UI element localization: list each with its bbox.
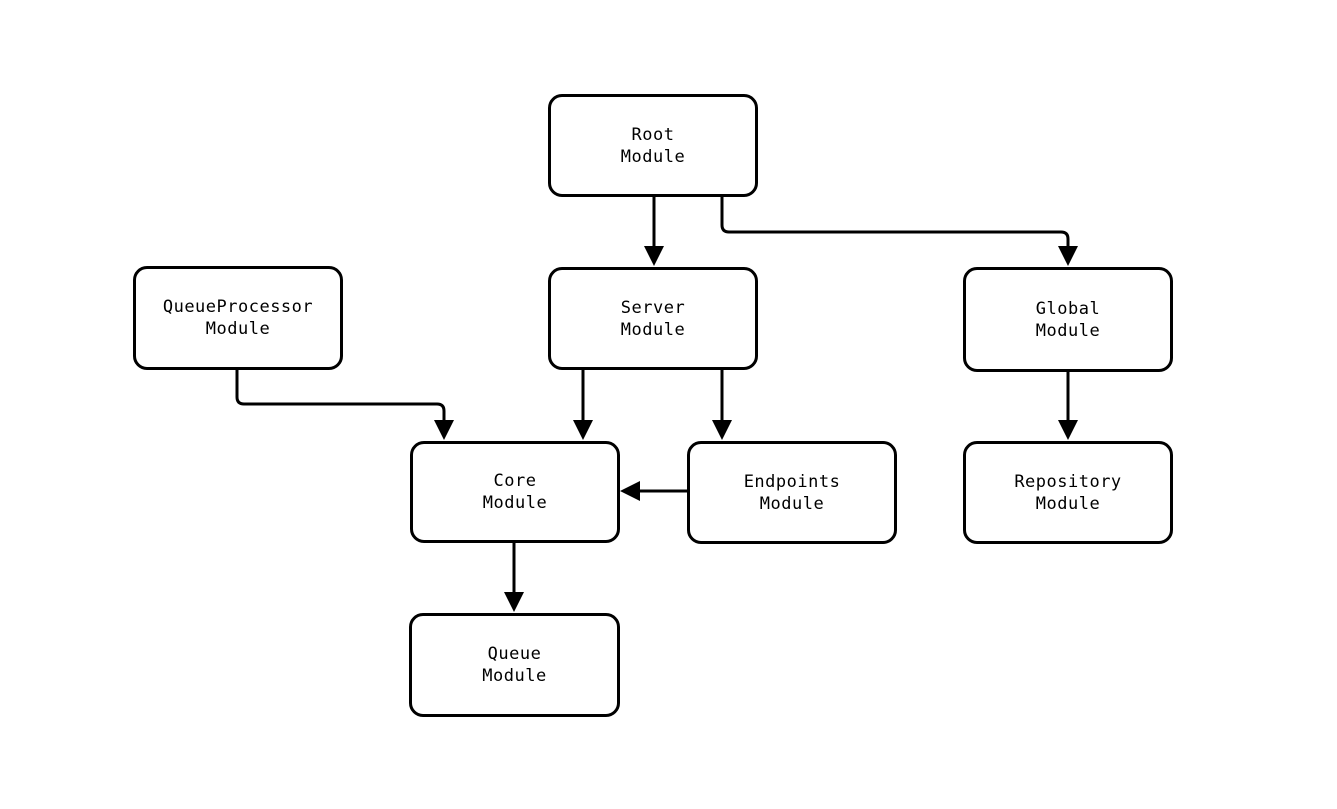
node-queue[interactable]: Queue Module: [409, 613, 620, 717]
node-label: Repository Module: [1014, 471, 1122, 514]
node-repository[interactable]: Repository Module: [963, 441, 1173, 544]
arrow-head-icon: [504, 592, 524, 612]
arrow-head-icon: [644, 246, 664, 266]
node-queueprocessor[interactable]: QueueProcessor Module: [133, 266, 343, 370]
edge-global-to-repository: [1058, 372, 1078, 440]
arrow-head-icon: [712, 420, 732, 440]
node-label: QueueProcessor Module: [162, 297, 314, 339]
edge-server-to-endpoints: [712, 370, 732, 440]
edge-root-to-global: [720, 197, 1078, 266]
node-label: Root Module: [620, 124, 686, 167]
edge-server-to-core: [573, 370, 593, 440]
edge-root-to-server: [644, 197, 664, 266]
edge-line: [720, 197, 1070, 252]
node-core[interactable]: Core Module: [410, 441, 620, 543]
node-root[interactable]: Root Module: [548, 94, 758, 197]
arrow-head-icon: [1058, 246, 1078, 266]
arrow-head-icon: [434, 420, 454, 440]
node-label: Queue Module: [482, 644, 547, 686]
edge-line: [235, 370, 446, 426]
node-label: Server Module: [620, 297, 686, 340]
arrow-head-icon: [573, 420, 593, 440]
node-label: Endpoints Module: [743, 471, 841, 514]
edge-core-to-queue: [504, 543, 524, 612]
node-server[interactable]: Server Module: [548, 267, 758, 370]
node-global[interactable]: Global Module: [963, 267, 1173, 372]
edge-queueprocessor-to-core: [235, 370, 454, 440]
node-label: Global Module: [1035, 298, 1101, 341]
edge-endpoints-to-core: [620, 481, 687, 501]
arrow-head-icon: [620, 481, 640, 501]
node-label: Core Module: [482, 471, 548, 513]
arrow-head-icon: [1058, 420, 1078, 440]
node-endpoints[interactable]: Endpoints Module: [687, 441, 897, 544]
